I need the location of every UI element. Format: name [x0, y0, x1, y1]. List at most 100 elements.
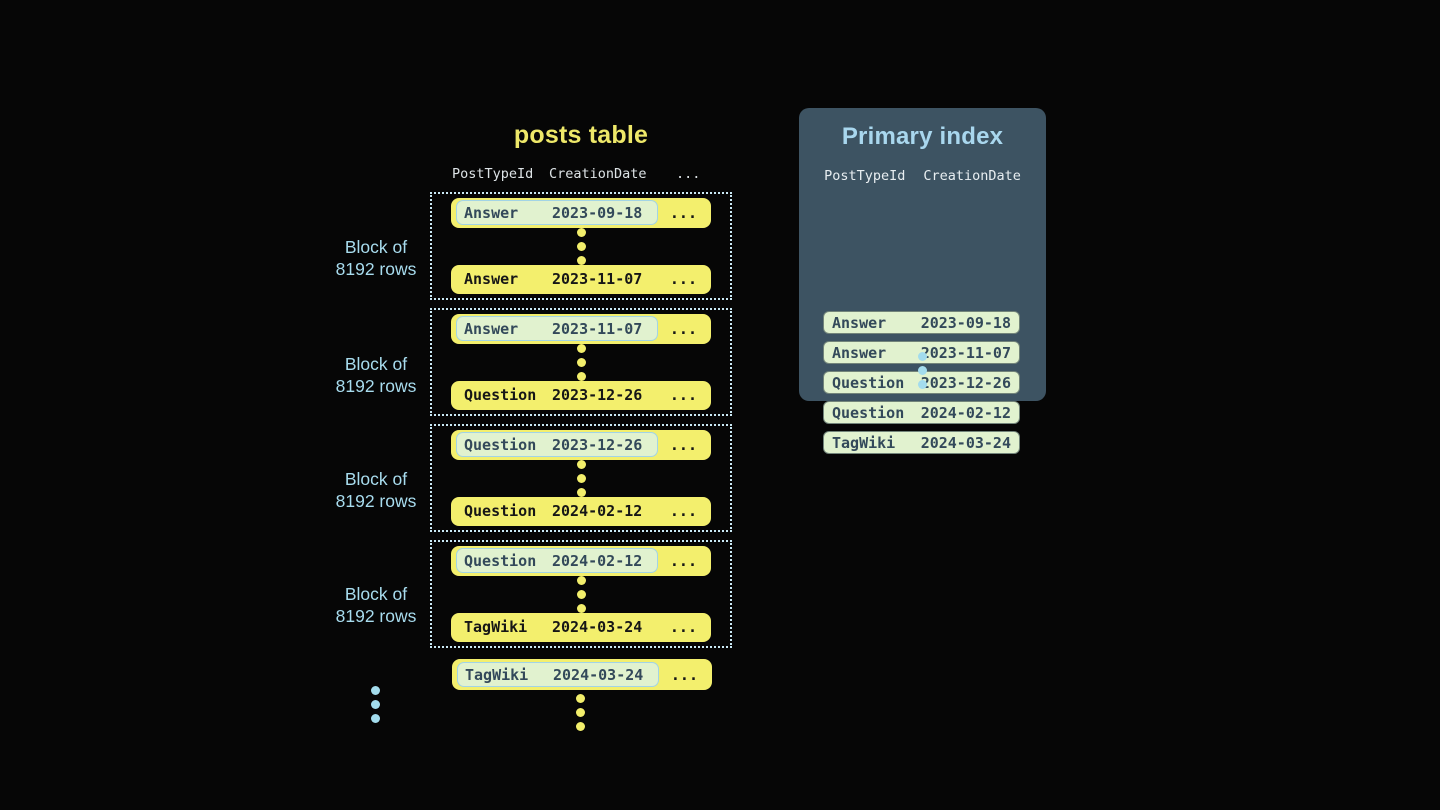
index-posttypeid: Question — [832, 403, 905, 422]
dot — [576, 255, 586, 265]
dot — [576, 371, 586, 381]
block-1-label: Block of 8192 rows — [296, 237, 456, 280]
block-label-line2: 8192 rows — [335, 258, 417, 279]
dot — [576, 575, 586, 585]
dot — [576, 487, 586, 497]
rows-ellipsis-dots — [576, 227, 586, 265]
posts-table-column-headers: PostTypeId CreationDate ... — [430, 166, 732, 186]
indexed-row-highlight: Question 2024-02-12 — [456, 548, 658, 574]
dot — [576, 227, 586, 237]
row-more-ellipsis: ... — [669, 319, 697, 338]
table-row-next-block-start: TagWiki 2024-03-24 ... — [452, 659, 712, 690]
indexed-row-highlight: TagWiki 2024-03-24 — [457, 662, 659, 687]
index-entry: TagWiki 2024-03-24 — [823, 431, 1020, 454]
row-posttypeid: TagWiki — [465, 665, 529, 684]
row-more-ellipsis: ... — [669, 203, 697, 222]
index-posttypeid: Question — [832, 373, 905, 392]
block-2-label: Block of 8192 rows — [296, 354, 456, 397]
dot — [918, 352, 927, 361]
dot — [576, 343, 586, 353]
row-values: Question 2023-12-26 — [456, 383, 658, 408]
dot — [371, 700, 380, 709]
table-row: Question 2023-12-26 ... — [451, 380, 711, 410]
index-col-posttypeid: PostTypeId — [824, 168, 906, 184]
block-3-label: Block of 8192 rows — [296, 469, 456, 512]
index-entry: Question 2024-02-12 — [823, 401, 1020, 424]
row-more-ellipsis: ... — [669, 551, 697, 570]
row-more-ellipsis: ... — [669, 435, 697, 454]
block-label-line1: Block of — [344, 237, 408, 257]
row-more-ellipsis: ... — [669, 618, 697, 637]
dot — [576, 694, 585, 703]
more-rows-ellipsis-dots — [576, 694, 585, 731]
row-more-ellipsis: ... — [669, 502, 697, 521]
row-creationdate: 2023-11-07 — [552, 319, 643, 338]
table-row: Question 2024-02-12 ... — [451, 496, 711, 526]
primary-index-panel: Primary index PostTypeId CreationDate An… — [799, 108, 1046, 454]
row-creationdate: 2023-12-26 — [552, 435, 643, 454]
dot — [576, 473, 586, 483]
row-posttypeid: Question — [464, 502, 537, 521]
posts-col-creationdate: CreationDate — [549, 166, 647, 182]
row-creationdate: 2024-02-12 — [552, 551, 643, 570]
index-creationdate: 2024-02-12 — [920, 403, 1011, 422]
row-creationdate: 2024-03-24 — [553, 665, 644, 684]
dot — [918, 380, 927, 389]
table-row: Answer 2023-11-07 ... — [451, 314, 711, 344]
index-posttypeid: Answer — [832, 343, 887, 362]
block-label-line2: 8192 rows — [335, 605, 417, 626]
row-more-ellipsis: ... — [670, 665, 698, 684]
row-more-ellipsis: ... — [669, 386, 697, 405]
block-3: Question 2023-12-26 ... Question 2024-02… — [430, 424, 732, 532]
table-row: Question 2023-12-26 ... — [451, 430, 711, 460]
more-index-entries-ellipsis-dots — [799, 352, 1046, 389]
dot — [371, 686, 380, 695]
row-posttypeid: Answer — [464, 270, 519, 289]
more-blocks-ellipsis-dots — [371, 686, 380, 723]
table-row: Answer 2023-11-07 ... — [451, 264, 711, 294]
dot — [576, 241, 586, 251]
row-posttypeid: Question — [464, 386, 537, 405]
row-creationdate: 2023-11-07 — [552, 270, 643, 289]
table-row: TagWiki 2024-03-24 ... — [451, 612, 711, 642]
row-posttypeid: Answer — [464, 203, 519, 222]
table-row: Answer 2023-09-18 ... — [451, 198, 711, 228]
index-col-creationdate: CreationDate — [923, 168, 1021, 184]
index-creationdate: 2023-09-18 — [920, 313, 1011, 332]
row-posttypeid: Question — [464, 551, 537, 570]
posts-table-blocks: Answer 2023-09-18 ... Answer 2023-11-07 … — [430, 192, 732, 648]
rows-ellipsis-dots — [576, 343, 586, 381]
row-more-ellipsis: ... — [669, 270, 697, 289]
row-posttypeid: Question — [464, 435, 537, 454]
dot — [576, 708, 585, 717]
block-label-line2: 8192 rows — [335, 490, 417, 511]
dot — [371, 714, 380, 723]
row-posttypeid: Answer — [464, 319, 519, 338]
indexed-row-highlight: Question 2023-12-26 — [456, 432, 658, 458]
posts-col-more-ellipsis: ... — [676, 166, 701, 182]
indexed-row-highlight: Answer 2023-09-18 — [456, 200, 658, 226]
row-values: Question 2024-02-12 — [456, 499, 658, 524]
block-label-line1: Block of — [344, 469, 408, 489]
index-creationdate: 2023-11-07 — [920, 343, 1011, 362]
primary-index-title: Primary index — [841, 123, 1004, 150]
posts-table-title: posts table — [513, 121, 649, 149]
block-1: Answer 2023-09-18 ... Answer 2023-11-07 … — [430, 192, 732, 300]
table-row: Question 2024-02-12 ... — [451, 546, 711, 576]
dot — [576, 722, 585, 731]
dot — [576, 603, 586, 613]
rows-ellipsis-dots — [576, 459, 586, 497]
row-posttypeid: TagWiki — [464, 618, 528, 637]
index-creationdate: 2023-12-26 — [920, 373, 1011, 392]
posts-col-posttypeid: PostTypeId — [452, 166, 534, 182]
dot — [576, 459, 586, 469]
dot — [918, 366, 927, 375]
block-label-line1: Block of — [344, 354, 408, 374]
primary-index-column-headers: PostTypeId CreationDate — [799, 168, 1046, 184]
indexed-row-highlight: Answer 2023-11-07 — [456, 316, 658, 342]
row-values: TagWiki 2024-03-24 — [456, 615, 658, 640]
index-creationdate: 2024-03-24 — [920, 433, 1011, 452]
dot — [576, 589, 586, 599]
row-creationdate: 2024-03-24 — [552, 618, 643, 637]
row-values: Answer 2023-11-07 — [456, 267, 658, 292]
